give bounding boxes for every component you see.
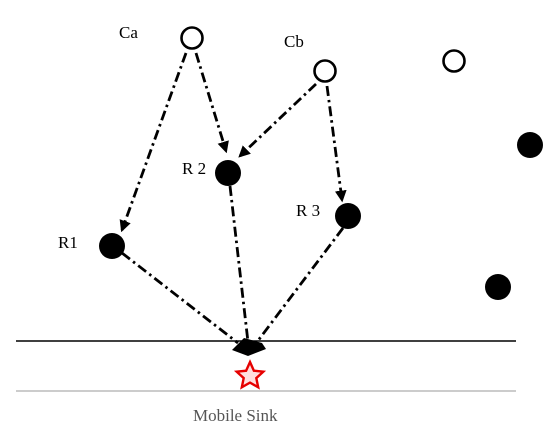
edge-ca-r2 <box>194 52 229 154</box>
edge-cb-r2 <box>238 82 317 158</box>
relay-node-unlabeled-2 <box>485 274 511 300</box>
mobile-sink-caption: Mobile Sink <box>193 406 278 425</box>
edge-ca-r1 <box>119 52 188 233</box>
edge-r1-sink <box>121 251 239 345</box>
label-ca: Ca <box>119 23 138 42</box>
edge-r3-sink <box>255 227 345 343</box>
label-r1: R1 <box>58 233 78 252</box>
source-node-cb <box>313 59 337 83</box>
edge-cb-r3 <box>325 85 347 203</box>
label-r2: R 2 <box>182 159 206 178</box>
relay-node-unlabeled-1 <box>517 132 543 158</box>
sink-arrowhead <box>232 338 266 356</box>
relay-node-r1 <box>99 233 125 259</box>
source-node-unlabeled <box>442 49 466 73</box>
label-cb: Cb <box>284 32 304 51</box>
source-node-ca <box>180 26 204 50</box>
edge-r2-sink <box>228 185 250 343</box>
label-r3: R 3 <box>296 201 320 220</box>
relay-node-r2 <box>215 160 241 186</box>
star-icon <box>233 359 267 390</box>
relay-node-r3 <box>335 203 361 229</box>
